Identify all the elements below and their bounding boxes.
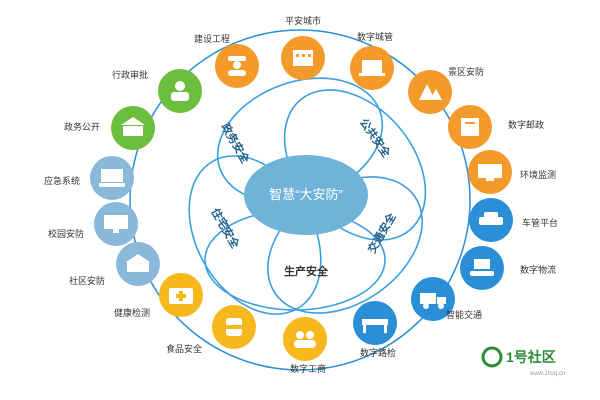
node-label: 环境监测 — [520, 169, 556, 180]
nodes-layer: 平安城市数字城管景区安防数字邮政环境监测车管平台数字物流智能交通数字路检数字工商… — [44, 15, 558, 374]
node-11: 食品安全 — [166, 305, 256, 354]
conveyor-icon — [470, 259, 494, 276]
center-label: 智慧“大安防” — [269, 187, 343, 202]
worker-icon — [228, 56, 246, 76]
medical-kit-icon — [169, 288, 193, 304]
node-9: 数字路检 — [353, 301, 397, 358]
community-icon — [126, 254, 150, 272]
truck-icon — [420, 293, 446, 309]
people-icon — [294, 331, 316, 348]
scenic-icon — [419, 84, 442, 100]
building-icon — [293, 50, 313, 66]
emergency-icon — [99, 169, 125, 187]
car-icon — [479, 212, 503, 225]
node-label: 食品安全 — [166, 343, 202, 354]
outer-ring — [129, 29, 471, 371]
node-label: 数字路检 — [360, 347, 396, 358]
logo-sub: www.1hsq.cn — [529, 371, 565, 377]
node-label: 校园安防 — [48, 228, 84, 239]
classroom-icon — [104, 215, 128, 233]
node-17: 行政审批 — [112, 69, 202, 113]
node-circle — [283, 317, 327, 361]
government-icon — [121, 117, 145, 136]
node-label: 社区安防 — [69, 275, 105, 286]
node-13: 社区安防 — [69, 242, 160, 286]
node-1: 平安城市 — [281, 15, 325, 80]
node-14: 校园安防 — [48, 202, 138, 246]
mailbox-icon — [461, 118, 479, 136]
node-2: 数字城管 — [350, 31, 394, 90]
node-3: 景区安防 — [408, 66, 484, 114]
node-label: 平安城市 — [285, 15, 321, 26]
petal-label-public: 公共安全 — [357, 116, 394, 161]
petal-label-home: 住宅安全 — [208, 205, 243, 251]
node-label: 健康检测 — [114, 307, 150, 318]
laptop-icon — [359, 60, 385, 76]
node-label: 数字城管 — [357, 31, 393, 42]
petal-label-production: 生产安全 — [284, 264, 329, 278]
node-5: 环境监测 — [468, 150, 556, 194]
node-4: 数字邮政 — [448, 105, 544, 149]
food-can-icon — [226, 318, 242, 336]
petal-label-gov: 政务安全 — [218, 120, 253, 166]
barrier-icon — [362, 319, 388, 333]
monitor-icon — [478, 164, 502, 181]
node-label: 建设工程 — [194, 33, 230, 44]
node-8: 智能交通 — [411, 277, 482, 321]
node-label: 车管平台 — [522, 217, 558, 228]
node-10: 数字工商 — [283, 317, 327, 374]
center-disc — [244, 155, 368, 235]
node-7: 数字物流 — [460, 246, 556, 290]
node-16: 政务公开 — [64, 106, 155, 150]
node-18: 建设工程 — [194, 33, 259, 88]
node-label: 行政审批 — [112, 69, 148, 80]
logo-mark-icon — [481, 346, 503, 368]
node-15: 应急系统 — [44, 156, 134, 200]
node-label: 智能交通 — [446, 309, 482, 320]
node-label: 数字邮政 — [508, 119, 544, 130]
node-label: 数字工商 — [290, 363, 326, 374]
node-label: 景区安防 — [448, 66, 484, 77]
node-label: 政务公开 — [64, 121, 100, 132]
node-12: 健康检测 — [114, 273, 203, 318]
node-label: 数字物流 — [520, 264, 556, 275]
official-icon — [171, 81, 189, 101]
node-6: 车管平台 — [469, 198, 558, 242]
site-logo: 1号社区 www.1hsq.cn — [481, 346, 565, 377]
logo-text: 1号社区 — [506, 349, 556, 365]
node-label: 应急系统 — [44, 175, 80, 186]
